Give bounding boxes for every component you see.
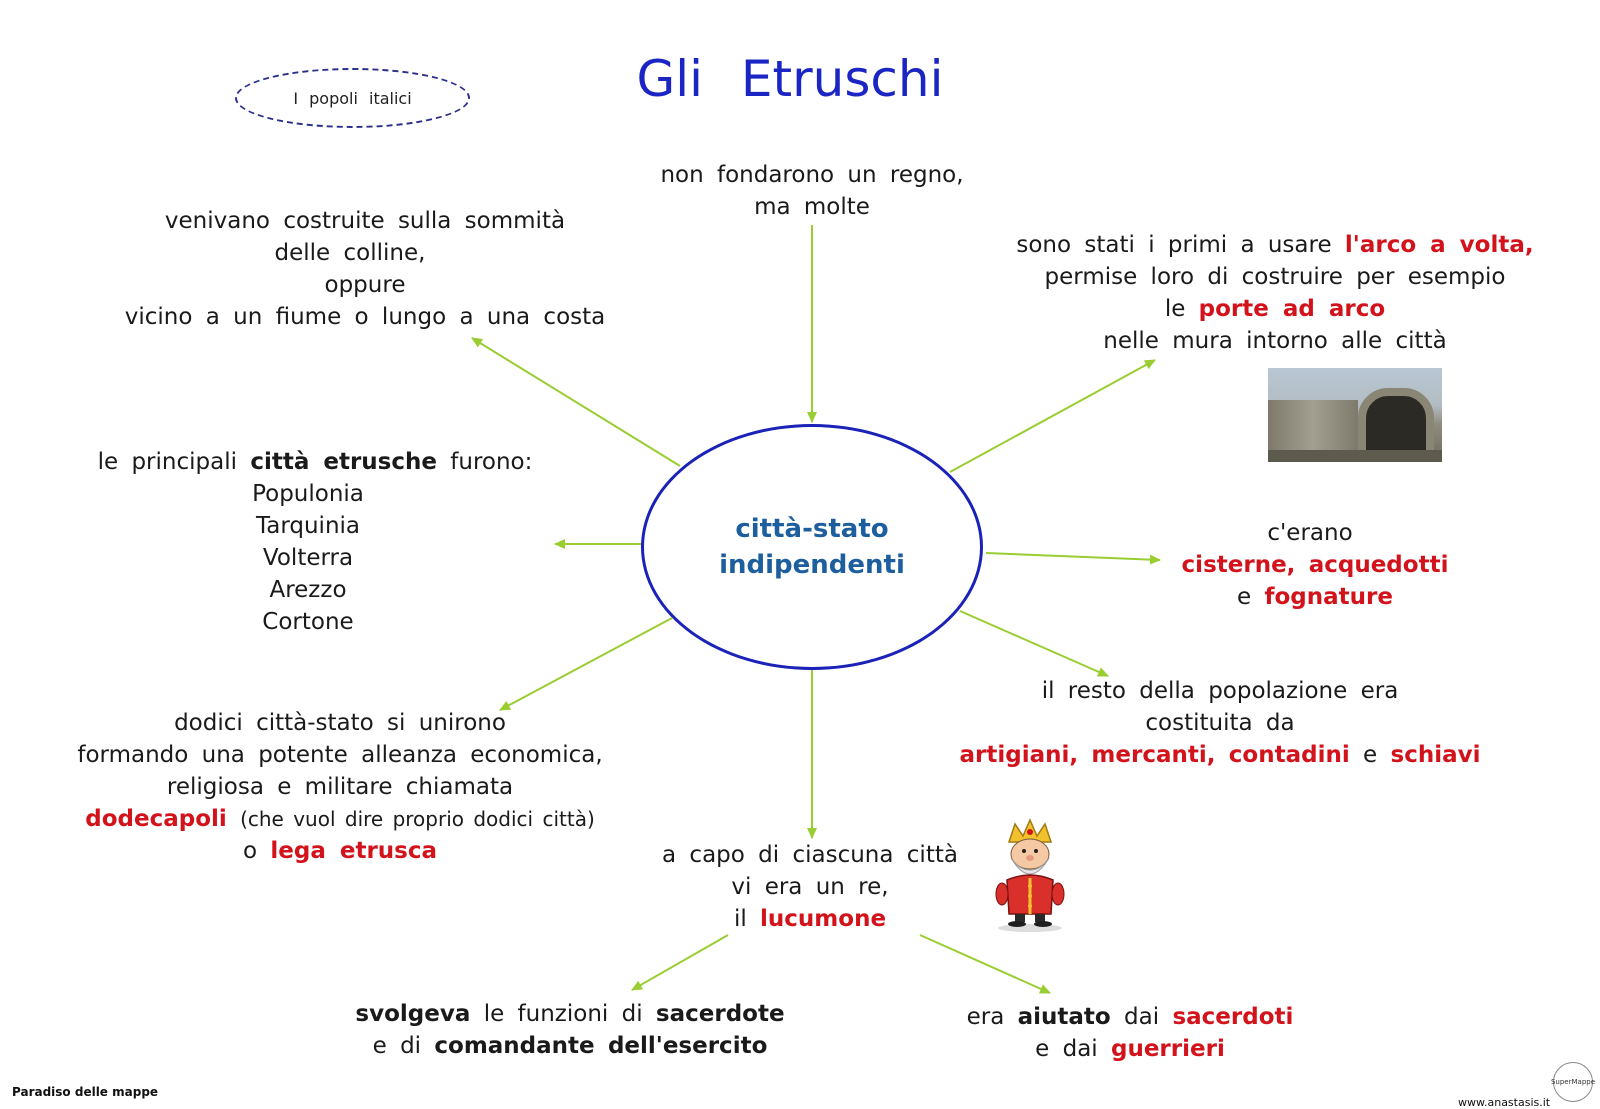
node-top-left-line: venivano costruite sulla sommità [164,208,566,234]
list-item: Tarquinia [255,513,361,539]
list-item: Cortone [262,609,354,635]
central-concept: città-stato indipendenti [641,424,983,670]
list-item: Volterra [262,545,354,571]
node-bottom-right: il resto della popolazione era costituit… [920,675,1520,771]
arrow-lucumone-right [919,934,1051,994]
node-bottom: a capo di ciascuna città vi era un re, i… [630,839,990,935]
node-top-left: venivano costruite sulla sommità delle c… [90,205,640,333]
node-top-line: non fondarono un regno, [660,162,964,188]
node-top-right-line: permise loro di costruire per esempio [1044,264,1506,290]
node-bottom-line: vi era un re, [731,874,889,900]
list-item: Arezzo [269,577,347,603]
node-bottom-left-line: formando una potente alleanza economica, [77,742,603,768]
supermappe-badge-icon: SuperMappe [1551,1062,1595,1102]
node-bottom-right-line: artigiani, mercanti, contadini e schiavi [959,742,1481,768]
category-tag[interactable]: I popoli italici [235,68,470,128]
node-bottom-left-line: o lega etrusca [242,838,438,864]
node-bottom-right-line: il resto della popolazione era [1041,678,1399,704]
node-right-line: e fognature [1237,584,1393,610]
node-top-left-line: vicino a un fiume o lungo a una costa [124,304,606,330]
arrow-right [985,552,1161,565]
arrow-top-right [949,359,1156,473]
node-bottom-far-left-line: e di comandante dell'esercito [372,1033,768,1059]
node-bottom-line: il lucumone [733,906,887,932]
arrow-bottom-right [959,610,1109,677]
highlight-term: acquedotti [1308,552,1449,578]
node-bottom-left-line: dodici città-stato si unirono [174,710,506,736]
node-top-right-line: le porte ad arco [1164,296,1386,322]
city-list: Populonia Tarquinia Volterra Arezzo Cort… [208,478,408,638]
node-bottom-left-line: dodecapoli (che vuol dire proprio dodici… [85,806,595,832]
node-top-right-line: sono stati i primi a usare l'arco a volt… [1016,232,1534,258]
central-concept-line2: indipendenti [719,550,905,580]
king-icon [995,818,1065,932]
node-left-line: le principali città etrusche furono: [97,449,533,475]
node-bottom-far-right-line: e dai guerrieri [1035,1036,1225,1062]
central-concept-line1: città-stato [735,514,889,544]
arch-gate-photo [1268,368,1442,462]
node-bottom-far-right-line: era aiutato dai sacerdoti [966,1004,1294,1030]
arrow-lucumone-left [631,934,729,991]
highlight-term: cisterne, [1181,552,1296,578]
node-top-right: sono stati i primi a usare l'arco a volt… [985,229,1565,357]
category-tag-label: I popoli italici [293,88,412,108]
highlight-term: l'arco a volta, [1344,232,1534,258]
node-bottom-far-left: svolgeva le funzioni di sacerdote e di c… [320,998,820,1062]
node-right: c'erano cisterne, acquedotti e fognature [1130,517,1500,613]
node-bottom-left-line: religiosa e militare chiamata [166,774,514,800]
node-bottom-far-left-line: svolgeva le funzioni di sacerdote [355,1001,785,1027]
highlight-term: porte ad arco [1198,296,1386,322]
node-top-left-line: delle colline, [274,240,426,266]
arrow-top-left [471,337,681,467]
node-bottom-line: a capo di ciascuna città [662,842,958,868]
node-top-left-line: oppure [324,272,406,298]
node-bottom-right-line: costituita da [1145,710,1295,736]
page-title: Gli Etruschi [636,50,944,108]
arrow-bottom-left [499,617,673,711]
node-left: le principali città etrusche furono: [40,446,590,478]
node-top-right-line: nelle mura intorno alle città [1103,328,1447,354]
highlight-term: fognature [1264,584,1393,610]
node-bottom-far-right: era aiutato dai sacerdoti e dai guerrier… [920,1001,1340,1065]
footer-website-link[interactable]: www.anastasis.it [1458,1096,1551,1109]
footer-brand: Paradiso delle mappe [12,1085,159,1099]
node-right-line: cisterne, acquedotti [1130,549,1500,581]
node-bottom-left: dodici città-stato si unirono formando u… [40,707,640,867]
node-top-line: ma molte [754,194,870,220]
node-top: non fondarono un regno, ma molte [612,159,1012,223]
list-item: Populonia [252,481,364,507]
node-right-line: c'erano [1267,520,1353,546]
